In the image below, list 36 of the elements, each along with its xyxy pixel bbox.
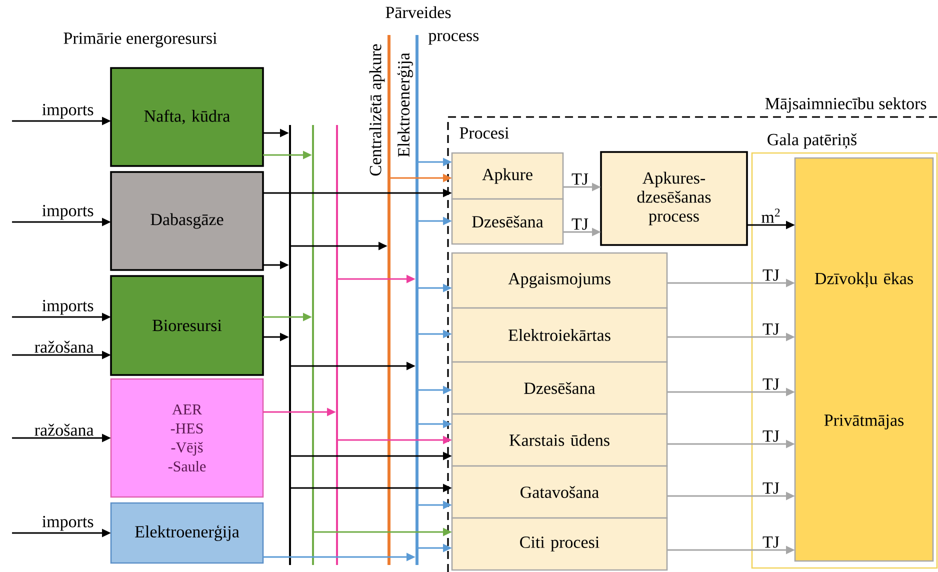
edge-label: TJ (762, 430, 780, 442)
edge-label: TJ (572, 174, 588, 185)
node-label: Gala patēriņš (768, 133, 857, 149)
process-box: Dzesēšana (451, 198, 564, 245)
resource-box: AER -HES -Vējš -Saule (110, 378, 264, 498)
resource-box: Nafta, kūdra (110, 67, 264, 167)
edge-label: imports (42, 104, 94, 119)
edge-label: imports (42, 300, 94, 315)
edge-label: TJ (762, 324, 780, 335)
resource-box: Elektroenerģija (110, 502, 264, 564)
edge-label: TJ (762, 482, 780, 494)
process-box: Citi procesi (451, 517, 668, 571)
edge-label: ražošana (34, 424, 94, 436)
process-box: Apkure (451, 152, 564, 200)
edge-label: TJ (762, 536, 780, 548)
edge-label: ražošana (34, 340, 94, 353)
process-box: Elektroiekārtas (451, 307, 668, 363)
bus-label: Centralizētā apkure (369, 44, 385, 176)
edge-label: TJ (762, 270, 780, 281)
process-box: Dzesēšana (451, 361, 668, 415)
edge-label: TJ (762, 378, 780, 390)
edge-label: m$^{2}$ (762, 208, 780, 223)
building-box: Dzīvokļu ēkas Privātmājas (794, 157, 934, 562)
resource-box: Dabasgāze (110, 171, 264, 271)
bus-line (388, 35, 390, 565)
edge-label: TJ (572, 218, 588, 230)
bus-label: Elektroenerģija (397, 52, 413, 157)
process-box: Apgaismojums (451, 252, 668, 309)
process-box: Apkures-dzesēšanas process (600, 151, 748, 246)
process-box: Gatavošana (451, 465, 668, 519)
heading: Primārie energoresursi (64, 32, 217, 48)
edge-label: imports (42, 516, 94, 531)
process-box: Karstais ūdens (451, 413, 668, 467)
resource-box: Bioresursi (110, 275, 264, 376)
edge-label: imports (42, 204, 94, 220)
heading: Pārveides process (386, 6, 479, 45)
